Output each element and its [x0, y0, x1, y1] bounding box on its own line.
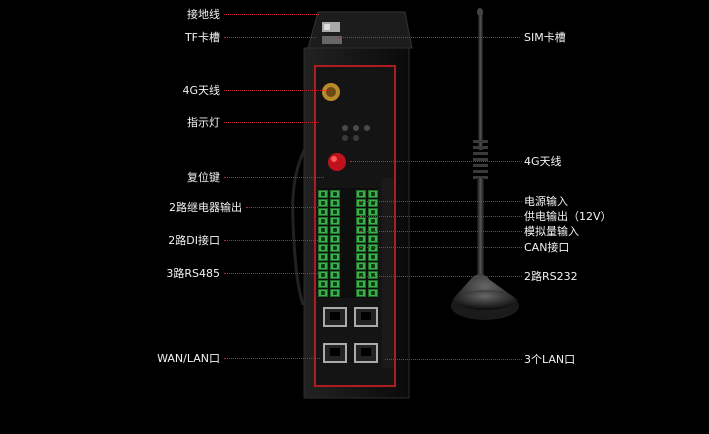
terminal-pin — [368, 271, 378, 279]
leader-line — [224, 177, 324, 178]
label-rs485: 3路RS485 — [166, 267, 220, 280]
leader-line — [246, 207, 318, 208]
terminal-pin — [368, 199, 378, 207]
terminal-pin — [318, 217, 328, 225]
terminal-pin — [368, 262, 378, 270]
terminal-pin — [318, 208, 328, 216]
terminal-pin — [330, 208, 340, 216]
label-di: 2路DI接口 — [168, 234, 220, 247]
terminal-pin — [368, 235, 378, 243]
terminal-pin — [368, 217, 378, 225]
terminal-pin — [318, 253, 328, 261]
leader-line — [224, 14, 319, 15]
label-lan-ports: 3个LAN口 — [524, 353, 576, 366]
terminal-pin — [356, 280, 366, 288]
label-sim-slot: SIM卡槽 — [524, 31, 566, 44]
terminal-pin — [330, 262, 340, 270]
leader-line — [360, 201, 522, 202]
leader-line — [224, 90, 329, 91]
terminal-pin — [356, 244, 366, 252]
terminal-pin — [330, 226, 340, 234]
terminal-pin — [368, 190, 378, 198]
leader-line — [360, 276, 522, 277]
label-indicator: 指示灯 — [187, 116, 220, 129]
terminal-pin — [356, 190, 366, 198]
terminal-pin — [330, 199, 340, 207]
leader-line — [360, 216, 522, 217]
terminal-pin — [318, 190, 328, 198]
leader-line — [224, 122, 319, 123]
label-rs232: 2路RS232 — [524, 270, 578, 283]
terminal-pin — [318, 262, 328, 270]
leader-line — [338, 37, 520, 38]
label-can: CAN接口 — [524, 241, 570, 254]
terminal-pin — [356, 226, 366, 234]
leader-line — [224, 37, 316, 38]
label-power-in: 电源输入 — [524, 195, 568, 208]
label-analog-in: 模拟量输入 — [524, 225, 579, 238]
terminal-pin — [330, 280, 340, 288]
terminal-pin — [318, 244, 328, 252]
leader-line — [224, 358, 320, 359]
terminal-pin — [318, 271, 328, 279]
antenna-icon — [451, 8, 519, 320]
terminal-pin — [318, 289, 328, 297]
label-4g-antenna: 4G天线 — [182, 84, 220, 97]
terminal-pin — [318, 235, 328, 243]
leader-line — [385, 359, 522, 360]
terminal-pin — [368, 280, 378, 288]
label-reset: 复位键 — [187, 171, 220, 184]
terminal-pin — [318, 280, 328, 288]
terminal-pin — [318, 226, 328, 234]
label-tf-slot: TF卡槽 — [184, 31, 220, 44]
terminal-pin — [330, 253, 340, 261]
terminal-pin — [330, 235, 340, 243]
terminal-pin — [356, 208, 366, 216]
terminal-pin — [368, 253, 378, 261]
terminal-pin — [368, 226, 378, 234]
terminal-pin — [368, 244, 378, 252]
label-4g-antenna-r: 4G天线 — [524, 155, 562, 168]
terminal-pin — [368, 289, 378, 297]
terminal-pin — [356, 262, 366, 270]
label-relay-output: 2路继电器输出 — [169, 201, 242, 214]
gateway-device — [303, 11, 413, 399]
terminal-pin — [356, 235, 366, 243]
label-wan-lan: WAN/LAN口 — [157, 352, 220, 365]
terminal-pin — [356, 271, 366, 279]
leader-line — [224, 273, 318, 274]
leader-line — [224, 240, 318, 241]
leader-line — [350, 161, 522, 162]
terminal-pin — [330, 217, 340, 225]
terminal-pin — [356, 199, 366, 207]
label-ground: 接地线 — [187, 8, 220, 21]
terminal-pin — [368, 208, 378, 216]
terminal-pin — [330, 271, 340, 279]
terminal-pin — [330, 244, 340, 252]
label-power-out: 供电输出（12V） — [524, 210, 612, 223]
terminal-pin — [330, 190, 340, 198]
terminal-pin — [330, 289, 340, 297]
leader-line — [360, 247, 522, 248]
terminal-pin — [356, 289, 366, 297]
terminal-pin — [356, 217, 366, 225]
leader-line — [360, 231, 522, 232]
terminal-pin — [318, 199, 328, 207]
terminal-pin — [356, 253, 366, 261]
